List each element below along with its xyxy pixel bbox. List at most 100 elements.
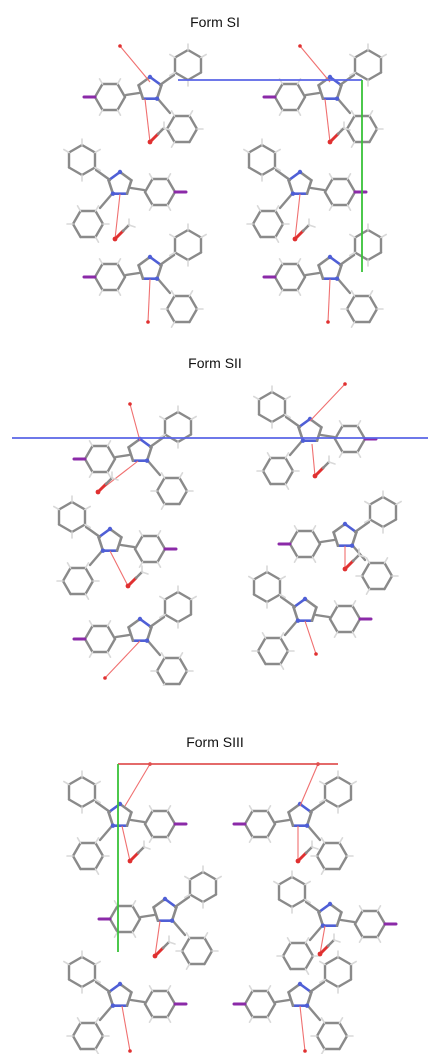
bond	[279, 649, 290, 666]
bond	[328, 204, 334, 211]
bond	[288, 542, 299, 559]
bond	[376, 936, 382, 943]
bond	[274, 818, 291, 824]
bond	[63, 780, 70, 786]
bond	[335, 83, 343, 101]
bond	[338, 854, 349, 871]
nitrogen-atom	[117, 981, 123, 987]
bond	[349, 233, 356, 239]
bond	[284, 456, 295, 473]
bond	[178, 472, 184, 479]
bond	[273, 262, 284, 279]
oxygen-atom	[146, 320, 150, 324]
bond	[124, 271, 141, 277]
oxygen-atom	[314, 652, 318, 656]
hydrogen-bond	[121, 825, 131, 862]
bond	[243, 989, 254, 1006]
nitrogen-atom	[147, 74, 153, 80]
bond	[156, 97, 172, 115]
bond	[200, 53, 207, 59]
bond	[71, 841, 82, 858]
bond	[137, 255, 152, 267]
bond	[336, 126, 346, 136]
bond	[305, 178, 313, 196]
bond	[97, 535, 105, 553]
bond	[128, 224, 136, 228]
bond	[138, 530, 144, 537]
bond	[356, 437, 367, 454]
bond	[146, 459, 162, 477]
bond	[278, 192, 294, 210]
bond	[365, 588, 371, 595]
bond	[178, 669, 189, 686]
imidazole-molecule-1	[53, 495, 178, 600]
bond	[360, 574, 371, 591]
bond	[70, 500, 87, 511]
bond	[131, 931, 137, 938]
bond	[281, 941, 292, 958]
bond	[321, 460, 331, 470]
bond	[71, 854, 82, 871]
bond	[148, 1016, 154, 1023]
bond	[351, 604, 362, 621]
bond	[188, 294, 199, 311]
bond	[152, 897, 167, 909]
methanol-molecule-0	[95, 471, 119, 495]
hydrogen-bond	[121, 1005, 131, 1052]
methanol-molecule-1	[295, 840, 319, 864]
bond	[358, 905, 364, 912]
bond	[368, 307, 379, 324]
bond	[145, 625, 153, 643]
imidazole-molecule-5	[248, 565, 373, 670]
nitrogen-atom	[327, 254, 333, 260]
bond	[350, 141, 356, 148]
bond	[290, 898, 307, 909]
bond	[159, 613, 166, 619]
bond	[190, 595, 197, 601]
bond	[308, 224, 316, 228]
bond	[333, 939, 341, 943]
bond	[351, 600, 357, 607]
bond	[93, 95, 104, 112]
bond	[176, 590, 193, 601]
bond	[106, 471, 112, 478]
bond	[156, 126, 166, 136]
bond	[166, 836, 172, 843]
bond	[381, 495, 398, 506]
bond	[98, 289, 104, 296]
bond	[256, 636, 267, 653]
bond	[116, 258, 122, 265]
bond	[160, 503, 166, 510]
nitrogen-atom	[300, 438, 306, 443]
oxygen-atom	[292, 236, 298, 242]
bond	[317, 75, 332, 87]
bond	[317, 255, 332, 267]
bond	[326, 938, 336, 948]
bond	[251, 222, 262, 239]
methanol-molecule-2	[125, 565, 149, 589]
bond	[328, 604, 339, 621]
bond	[200, 233, 207, 239]
bond	[270, 390, 287, 401]
bond	[351, 631, 357, 638]
bond	[368, 110, 374, 117]
bond	[93, 275, 104, 292]
methanol-molecule-3	[317, 933, 341, 957]
nitrogen-atom	[154, 96, 160, 101]
bond	[323, 978, 340, 989]
bond	[80, 775, 97, 786]
bond	[311, 846, 319, 850]
hydrogen-bond	[114, 193, 121, 240]
nitrogen-atom	[342, 521, 348, 527]
bond	[323, 798, 340, 809]
bond	[335, 910, 343, 928]
bond	[143, 989, 154, 1006]
nitrogen-atom	[334, 276, 340, 281]
bond	[304, 898, 311, 904]
oxygen-atom	[312, 473, 318, 479]
bond	[288, 529, 299, 546]
bond	[304, 954, 315, 971]
hydrogen-bond	[124, 763, 151, 807]
methanol-molecule-0	[127, 840, 151, 864]
bond	[252, 570, 269, 581]
